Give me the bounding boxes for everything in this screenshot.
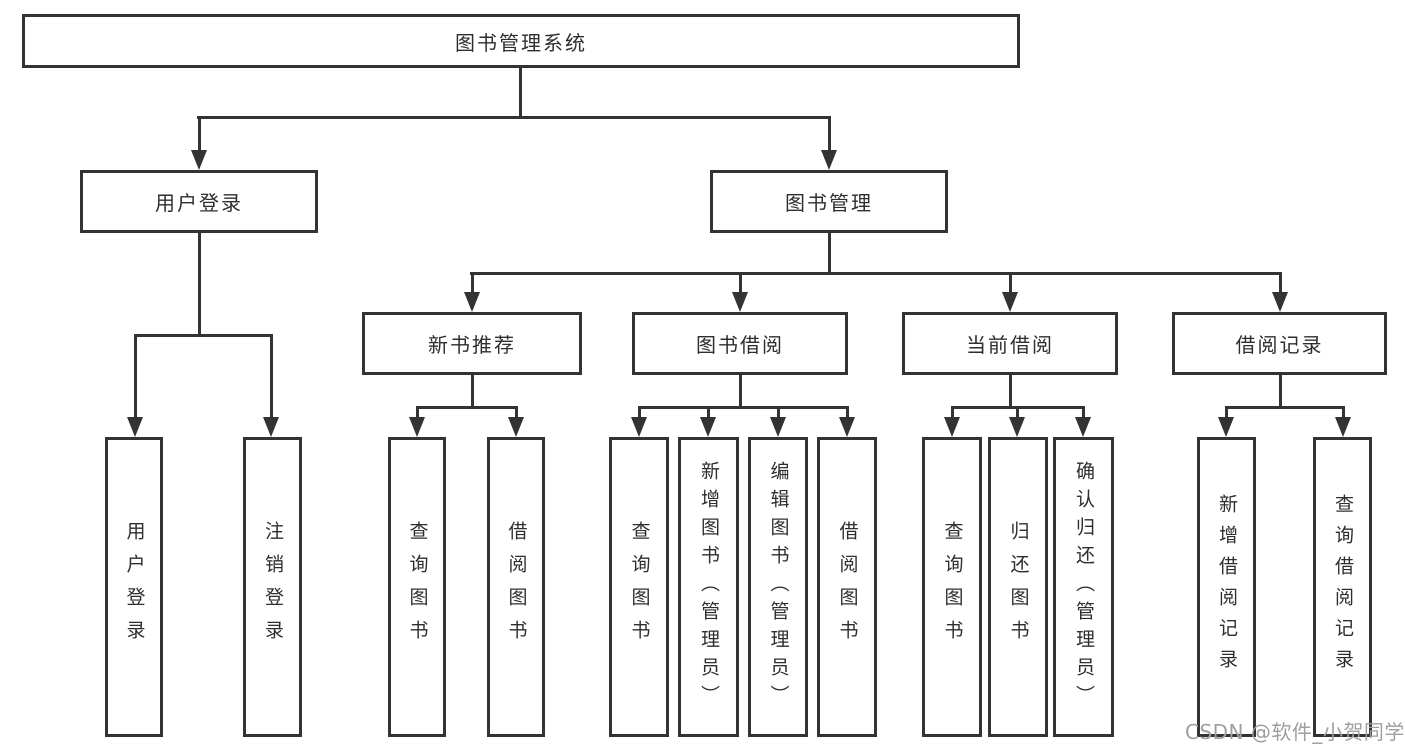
arrowhead-leaf <box>508 417 524 437</box>
node-label: 图书借阅 <box>696 333 784 357</box>
leaf-confirm-return-admin: 确认归还（管理员） <box>1053 437 1114 737</box>
edge-to-new-book-recommend <box>471 272 474 294</box>
arrowhead-leaf <box>839 417 855 437</box>
arrowhead-new-book-recommend <box>464 292 480 312</box>
edge-to-book-borrow <box>739 272 742 294</box>
arrowhead-leaf <box>1335 417 1351 437</box>
arrowhead-leaf <box>631 417 647 437</box>
arrowhead-borrow-records <box>1272 292 1288 312</box>
edge-root-to-book-management <box>828 116 831 152</box>
edge-book-borrow-stem <box>739 375 742 409</box>
edge-to-leaf <box>846 406 849 420</box>
node-book-management: 图书管理 <box>710 170 948 233</box>
edge-root-stem <box>519 68 522 119</box>
edge-book-management-bar <box>470 272 1282 275</box>
leaf-label: 查询图书 <box>628 521 651 653</box>
edge-root-bar <box>197 116 831 119</box>
leaf-edit-books-admin: 编辑图书（管理员） <box>748 437 808 737</box>
leaf-query-books-recommend: 查询图书 <box>388 437 446 737</box>
node-current-borrow: 当前借阅 <box>902 312 1118 375</box>
edge-user-login-stem <box>198 233 201 337</box>
arrowhead-leaf <box>770 417 786 437</box>
leaf-query-books-current: 查询图书 <box>922 437 982 737</box>
edge-to-leaf <box>1016 406 1019 420</box>
edge-new-book-recommend-bar <box>416 406 518 409</box>
leaf-label: 用户登录 <box>123 521 146 653</box>
edge-current-borrow-stem <box>1009 375 1012 409</box>
leaf-return-books: 归还图书 <box>988 437 1048 737</box>
leaf-label: 归还图书 <box>1007 521 1030 653</box>
edge-borrow-records-stem <box>1279 375 1282 409</box>
edge-to-leaf <box>638 406 641 420</box>
leaf-label: 编辑图书（管理员） <box>767 461 790 713</box>
node-label: 当前借阅 <box>966 333 1054 357</box>
leaf-label: 借阅图书 <box>836 521 859 653</box>
leaf-label: 确认归还（管理员） <box>1073 461 1095 713</box>
edge-to-leaf <box>1225 406 1228 420</box>
leaf-label: 新增借阅记录 <box>1216 494 1238 680</box>
leaf-label: 查询图书 <box>941 521 964 653</box>
edge-to-leaf <box>1342 406 1345 420</box>
arrowhead-leaf-user-login <box>127 417 143 437</box>
edge-to-leaf-user-login <box>134 334 137 419</box>
edge-user-login-bar <box>134 334 273 337</box>
arrowhead-current-borrow <box>1002 292 1018 312</box>
edge-to-leaf <box>777 406 780 420</box>
node-label: 借阅记录 <box>1235 333 1324 357</box>
edge-to-current-borrow <box>1009 272 1012 294</box>
edge-to-borrow-records <box>1279 272 1282 294</box>
arrowhead-book-management <box>821 150 837 170</box>
edge-to-leaf <box>515 406 518 420</box>
edge-root-to-user-login <box>198 116 201 152</box>
leaf-label: 新增图书（管理员） <box>698 461 720 713</box>
arrowhead-leaf-logout <box>263 417 279 437</box>
edge-to-leaf <box>416 406 419 420</box>
arrowhead-leaf <box>1075 417 1091 437</box>
node-label: 图书管理系统 <box>455 30 587 55</box>
leaf-add-borrow-record: 新增借阅记录 <box>1197 437 1256 737</box>
leaf-label: 借阅图书 <box>505 521 528 653</box>
node-library-management-system: 图书管理系统 <box>22 14 1020 68</box>
leaf-query-borrow-record: 查询借阅记录 <box>1313 437 1372 737</box>
node-label: 图书管理 <box>785 191 873 215</box>
node-label: 用户登录 <box>155 191 243 215</box>
leaf-query-books-borrow: 查询图书 <box>609 437 669 737</box>
watermark: CSDN @软件_小贺同学 <box>1185 720 1405 744</box>
node-label: 新书推荐 <box>428 333 516 357</box>
leaf-borrow-books: 借阅图书 <box>817 437 877 737</box>
arrowhead-user-login <box>191 150 207 170</box>
arrowhead-leaf <box>944 417 960 437</box>
arrowhead-leaf <box>409 417 425 437</box>
node-borrow-records: 借阅记录 <box>1172 312 1387 375</box>
leaf-borrow-books-recommend: 借阅图书 <box>487 437 545 737</box>
leaf-add-books-admin: 新增图书（管理员） <box>678 437 739 737</box>
node-new-book-recommend: 新书推荐 <box>362 312 582 375</box>
arrowhead-leaf <box>700 417 716 437</box>
edge-to-leaf <box>707 406 710 420</box>
edge-to-leaf <box>951 406 954 420</box>
leaf-user-login: 用户登录 <box>105 437 163 737</box>
edge-to-leaf-logout <box>270 334 273 419</box>
leaf-label: 查询借阅记录 <box>1332 494 1354 680</box>
leaf-logout: 注销登录 <box>243 437 302 737</box>
arrowhead-book-borrow <box>732 292 748 312</box>
edge-book-management-stem <box>828 233 831 275</box>
edge-to-leaf <box>1082 406 1085 420</box>
leaf-label: 注销登录 <box>262 521 284 653</box>
arrowhead-leaf <box>1218 417 1234 437</box>
edge-book-borrow-bar <box>638 406 849 409</box>
arrowhead-leaf <box>1009 417 1025 437</box>
edge-new-book-recommend-stem <box>471 375 474 409</box>
edge-borrow-records-bar <box>1225 406 1345 409</box>
leaf-label: 查询图书 <box>406 521 429 653</box>
node-book-borrow: 图书借阅 <box>632 312 848 375</box>
node-user-login: 用户登录 <box>80 170 318 233</box>
